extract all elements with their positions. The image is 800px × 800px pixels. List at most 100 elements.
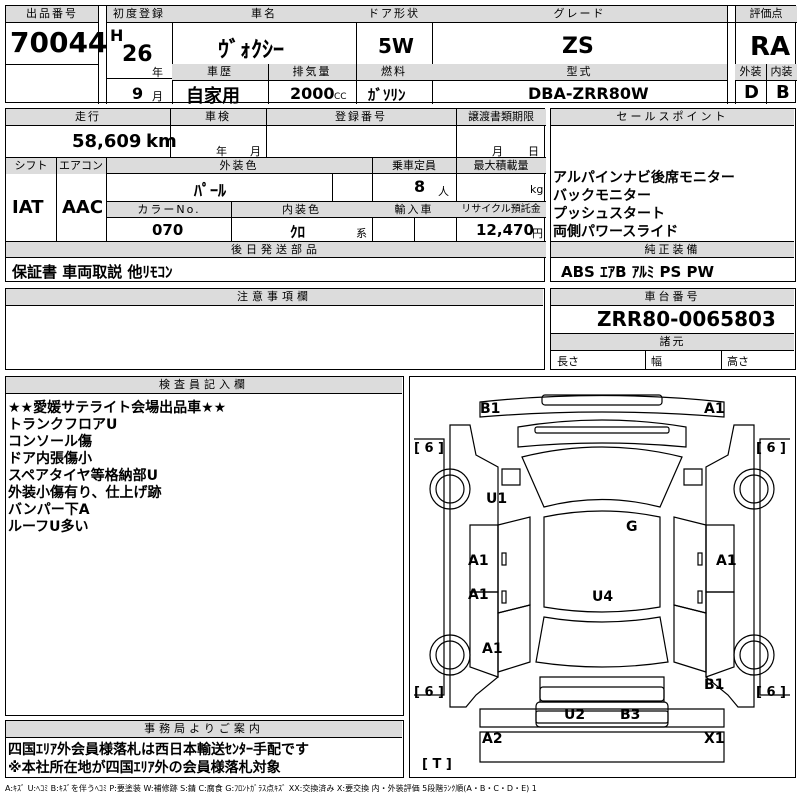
score-label: 評価点 bbox=[735, 6, 797, 22]
grade: ZS bbox=[562, 34, 594, 59]
history: 自家用 bbox=[186, 86, 240, 107]
mark-b3: B3 bbox=[620, 707, 641, 723]
inspector-label: 検査員記入欄 bbox=[6, 377, 402, 393]
mark-a1-left-rear-door: A1 bbox=[468, 587, 489, 603]
exterior-color: ﾊﾟｰﾙ bbox=[194, 181, 227, 200]
inspector-line-8: ルーフU多い bbox=[8, 519, 89, 535]
intcolor-unit: 系 bbox=[356, 227, 367, 240]
inspect-month-unit: 月 bbox=[250, 145, 261, 158]
interior-color: ｸﾛ bbox=[290, 223, 306, 241]
door-type: 5W bbox=[378, 34, 414, 58]
model-label: 型式 bbox=[432, 64, 727, 80]
notes-label: 注意事項欄 bbox=[6, 289, 543, 305]
disp-unit: CC bbox=[334, 92, 347, 102]
recycle-label: リサイクル預託金 bbox=[456, 202, 546, 218]
car-label: 車名 bbox=[172, 6, 356, 22]
car-outline-svg bbox=[414, 394, 790, 763]
inspect-label: 車検 bbox=[170, 109, 266, 125]
mark-a1-left-rear: A1 bbox=[482, 641, 503, 657]
details-block: 走行 車検 登録番号 譲渡書類期限 58,609 km 年 月 月 日 シフト … bbox=[5, 108, 546, 282]
notes-block: 注意事項欄 bbox=[5, 288, 545, 370]
office-label: 事務局よりご案内 bbox=[6, 721, 402, 737]
header-block: 出品番号 70044 初度登録 H 26 年 9 月 車名 ｳﾞｫｸｼｰ ドア形… bbox=[5, 5, 797, 107]
mark-b1-rear-right: B1 bbox=[704, 677, 725, 693]
capacity-label: 乗車定員 bbox=[372, 158, 456, 174]
inspector-line-6: 外装小傷有り、仕上げ跡 bbox=[8, 485, 162, 501]
tire-rl: [ 6 ] bbox=[414, 685, 444, 700]
ext-label: 外装 bbox=[735, 64, 766, 80]
car-diagram: B1 A1 [ 6 ] [ 6 ] U1 G A1 A1 A1 U4 A1 [ … bbox=[409, 376, 796, 778]
inspector-line-1: ★★愛媛サテライト会場出品車★★ bbox=[8, 400, 227, 416]
model: DBA-ZRR80W bbox=[528, 84, 649, 103]
chassis-label: 車台番号 bbox=[551, 289, 794, 305]
mark-u1: U1 bbox=[486, 491, 508, 507]
equip-label: 純正装備 bbox=[551, 242, 794, 258]
inspector-line-2: トランクフロアU bbox=[8, 417, 118, 433]
regno-label: 登録番号 bbox=[266, 109, 456, 125]
later-parts: 保証書 車両取説 他ﾘﾓｺﾝ bbox=[12, 263, 173, 281]
mark-u4: U4 bbox=[592, 589, 614, 605]
mark-a1-left-door: A1 bbox=[468, 553, 489, 569]
equipment: ABS ｴｱB ｱﾙﾐ PS PW bbox=[561, 263, 715, 281]
spec-width: 幅 bbox=[651, 355, 662, 368]
displacement: 2000 bbox=[290, 84, 335, 103]
inspector-line-5: スペアタイヤ等格納部U bbox=[8, 468, 158, 484]
tire-fr: [ 6 ] bbox=[756, 441, 786, 456]
ac: AAC bbox=[62, 197, 104, 218]
era: H bbox=[110, 26, 124, 45]
mark-g: G bbox=[626, 519, 638, 535]
door-label: ドア形状 bbox=[356, 6, 432, 22]
mark-a1-front: A1 bbox=[704, 401, 725, 417]
inspect-year-unit: 年 bbox=[216, 145, 227, 158]
mark-a1-right-door: A1 bbox=[716, 553, 737, 569]
car-name: ｳﾞｫｸｼｰ bbox=[218, 38, 285, 63]
trunk-mark: [ T ] bbox=[422, 757, 452, 772]
recycle-fee: 12,470 bbox=[476, 221, 534, 239]
color-number: 070 bbox=[152, 221, 184, 239]
mark-b1-front: B1 bbox=[480, 401, 501, 417]
reg-month: 9 bbox=[132, 84, 144, 103]
transfer-label: 譲渡書類期限 bbox=[456, 109, 546, 125]
inspector-line-7: バンパー下A bbox=[8, 502, 90, 518]
tire-rr: [ 6 ] bbox=[756, 685, 786, 700]
mileage-label: 走行 bbox=[6, 109, 170, 125]
shift: IAT bbox=[12, 197, 44, 218]
sales-line-1: アルパインナビ後席モニター bbox=[553, 170, 735, 186]
inspector-line-4: ドア内張傷小 bbox=[8, 451, 92, 467]
ext-score: D bbox=[744, 82, 759, 103]
mark-x1: X1 bbox=[704, 731, 725, 747]
import-label: 輸入車 bbox=[372, 202, 456, 218]
inspector-line-3: コンソール傷 bbox=[8, 434, 92, 450]
recycle-unit: 円 bbox=[532, 227, 543, 240]
history-label: 車歴 bbox=[172, 64, 268, 80]
grade-label: グレード bbox=[432, 6, 727, 22]
transfer-month-unit: 月 bbox=[492, 145, 503, 158]
lot-number: 70044 bbox=[10, 26, 108, 59]
load-unit: kg bbox=[530, 183, 544, 196]
sales-label: セールスポイント bbox=[551, 109, 794, 125]
tire-fl: [ 6 ] bbox=[414, 441, 444, 456]
spec-height: 高さ bbox=[727, 355, 749, 368]
mark-u2: U2 bbox=[564, 707, 586, 723]
color-label: 外装色 bbox=[106, 158, 372, 174]
sales-line-2: バックモニター bbox=[553, 188, 651, 204]
load-label: 最大積載量 bbox=[456, 158, 546, 174]
transfer-day-unit: 日 bbox=[528, 145, 539, 158]
capacity: 8 bbox=[414, 177, 426, 196]
mileage: 58,609 bbox=[72, 131, 142, 152]
office-block: 事務局よりご案内 四国ｴﾘｱ外会員様落札は西日本輸送ｾﾝﾀｰ手配です ※本社所在… bbox=[5, 720, 404, 778]
score: RA bbox=[750, 32, 791, 62]
intcolor-label: 内装色 bbox=[231, 202, 372, 218]
sales-line-4: 両側パワースライド bbox=[553, 224, 679, 240]
legend: A:ｷｽﾞ U:ﾍｺﾐ B:ｷｽﾞを伴うﾍｺﾐ P:要塗装 W:補修跡 S:錆 … bbox=[5, 784, 537, 793]
mark-a2: A2 bbox=[482, 731, 503, 747]
int-score: B bbox=[776, 82, 790, 103]
ac-label: エアコン bbox=[56, 158, 106, 174]
mileage-unit: km bbox=[146, 131, 177, 152]
colorno-label: カラーNo. bbox=[107, 202, 231, 218]
sales-line-3: プッシュスタート bbox=[553, 206, 665, 222]
inspector-block: 検査員記入欄 ★★愛媛サテライト会場出品車★★ トランクフロアU コンソール傷 … bbox=[5, 376, 404, 716]
disp-label: 排気量 bbox=[268, 64, 356, 80]
int-label: 内装 bbox=[766, 64, 797, 80]
shift-label: シフト bbox=[6, 158, 56, 174]
